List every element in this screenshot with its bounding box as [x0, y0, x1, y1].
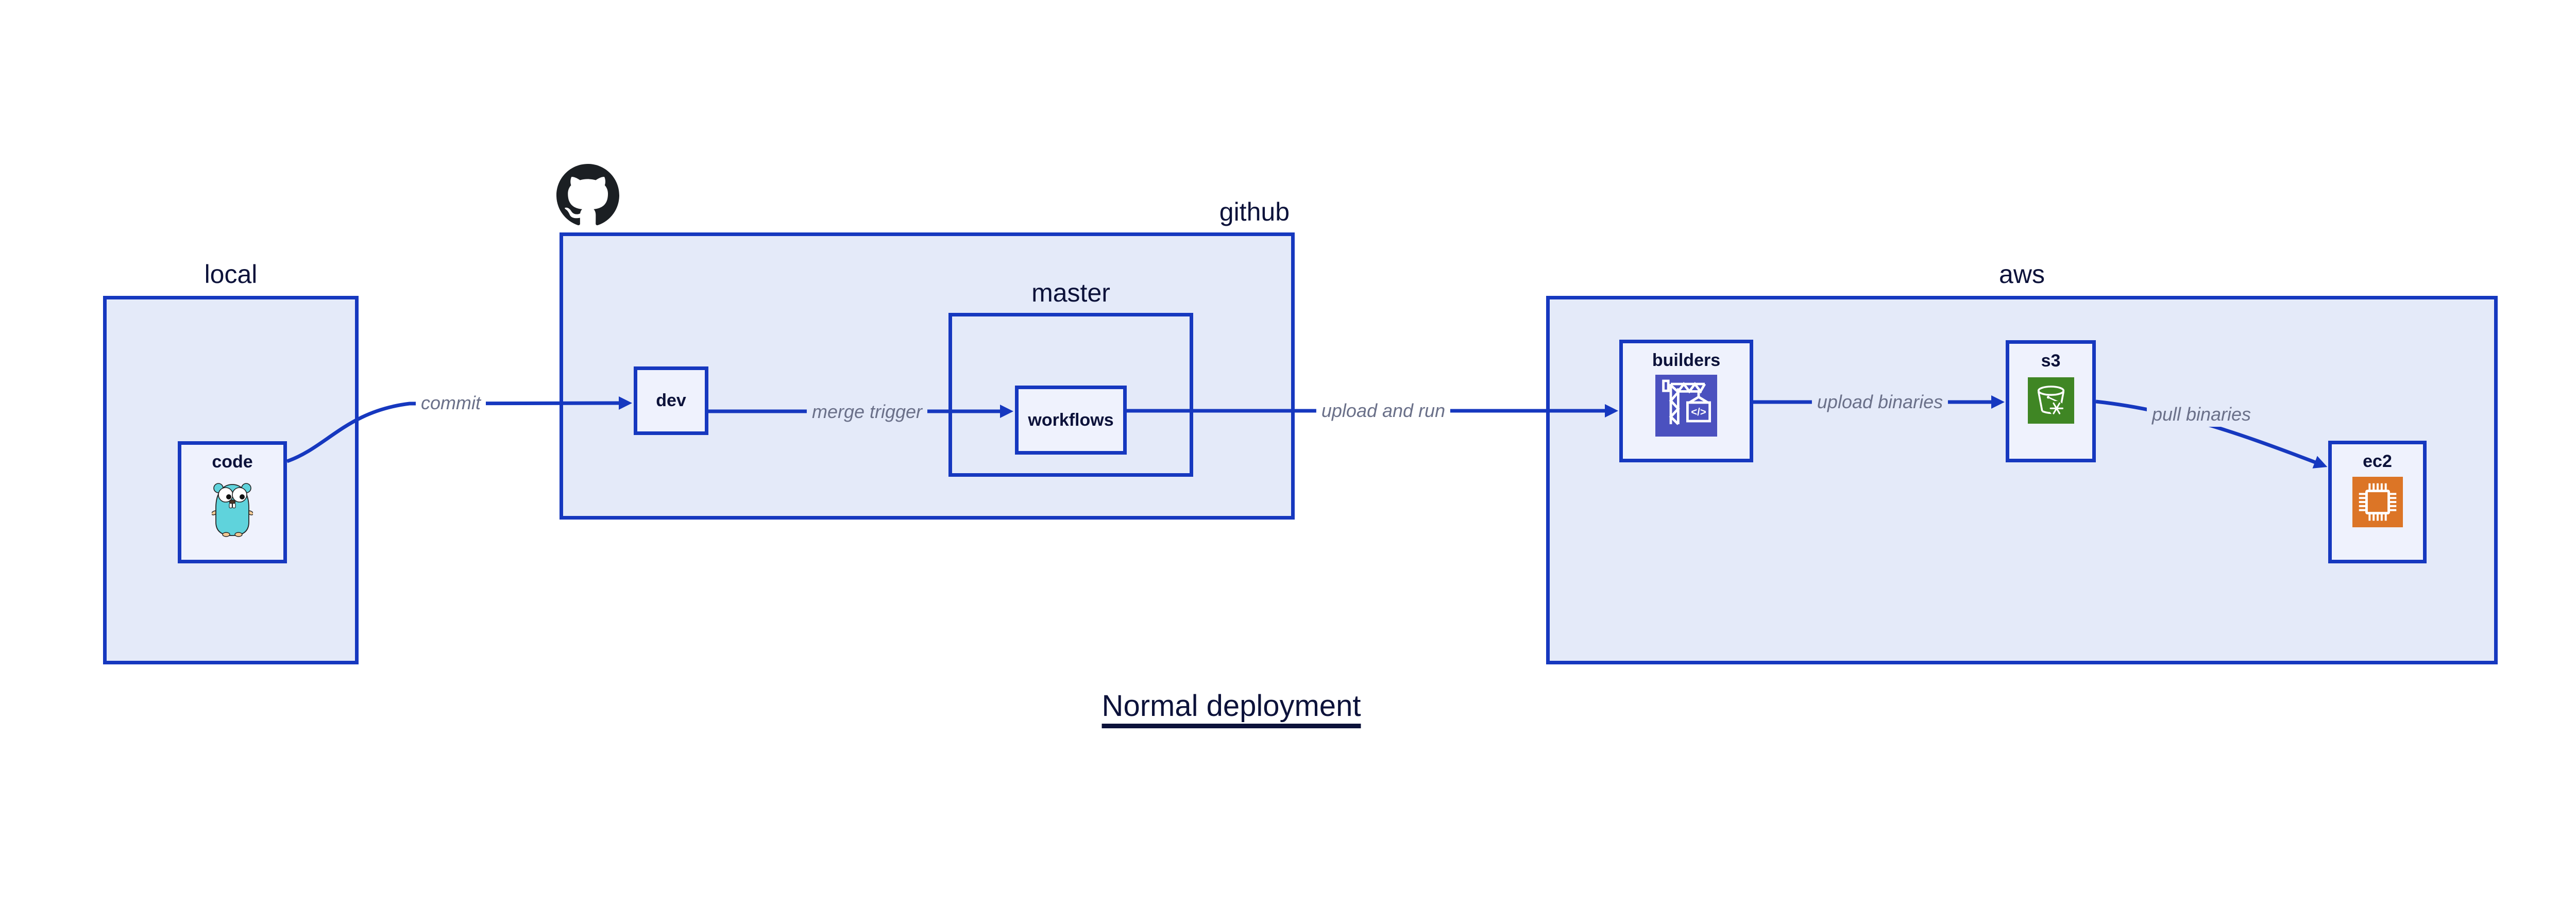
node-s3: s3: [2006, 340, 2096, 462]
group-label-github: github: [1219, 197, 1290, 226]
node-label-workflows: workflows: [1028, 410, 1114, 430]
diagram-title: Normal deployment: [1101, 689, 1361, 723]
go-gopher-icon: [212, 483, 253, 537]
edge-label-commit: commit: [416, 391, 486, 415]
node-label-builders: builders: [1652, 350, 1721, 370]
edge-label-upload-binaries: upload binaries: [1811, 390, 1948, 414]
node-label-code: code: [212, 452, 253, 472]
node-workflows: workflows: [1015, 386, 1127, 455]
github-octocat-icon: [556, 164, 619, 225]
group-label-aws: aws: [1999, 260, 2045, 289]
node-ec2: ec2: [2328, 441, 2427, 563]
aws-ec2-chip-icon: [2352, 477, 2403, 527]
node-label-dev: dev: [656, 391, 686, 410]
group-label-master: master: [1031, 278, 1110, 307]
edge-label-upload-and-run: upload and run: [1316, 398, 1451, 423]
aws-s3-bucket-icon: [2027, 377, 2074, 424]
codebuild-code-glyph: </>: [1691, 407, 1706, 418]
node-label-s3: s3: [2041, 351, 2061, 371]
edge-label-merge-trigger: merge trigger: [806, 399, 928, 424]
aws-codebuild-icon: </>: [1655, 375, 1717, 437]
group-label-local: local: [204, 260, 258, 289]
node-dev: dev: [634, 366, 708, 435]
node-builders: builders </>: [1619, 340, 1753, 462]
edge-label-pull-binaries: pull binaries: [2146, 402, 2257, 427]
node-label-ec2: ec2: [2363, 452, 2392, 471]
node-code: code: [178, 441, 287, 563]
